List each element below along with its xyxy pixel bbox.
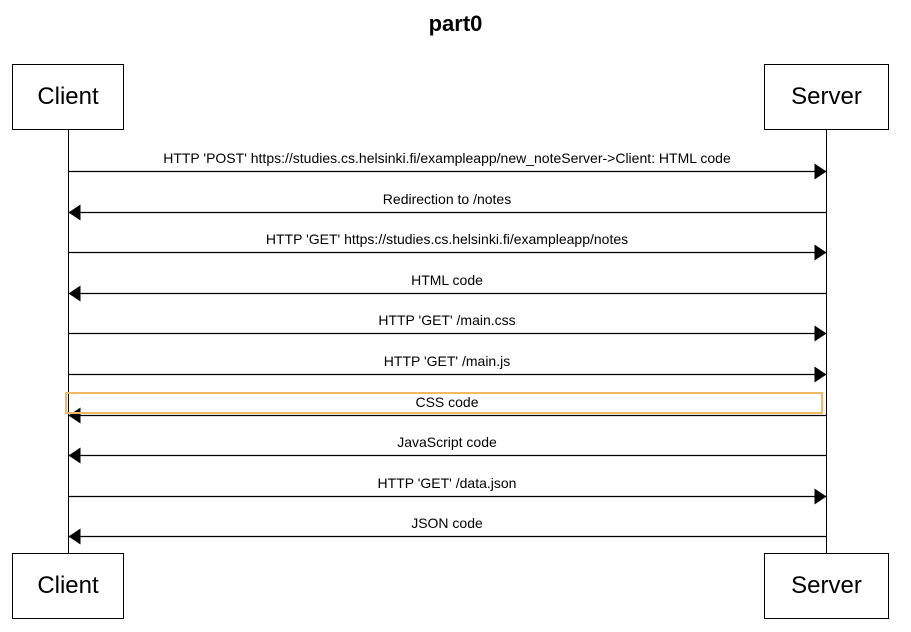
message-label-1: HTTP 'POST' https://studies.cs.helsinki.… [163,149,731,166]
message-arrowhead-9 [814,488,827,505]
participant-client-top: Client [12,64,124,130]
diagram-title: part0 [428,11,483,36]
message-arrowhead-2 [68,204,81,221]
message-arrowhead-6 [814,366,827,383]
participant-server-bottom: Server [764,553,889,619]
message-label-2: Redirection to /notes [382,190,512,207]
message-label-9: HTTP 'GET' /data.json [377,474,517,491]
message-arrowhead-1 [814,163,827,180]
message-arrowhead-8 [68,447,81,464]
participant-server-top: Server [764,64,889,130]
message-arrowhead-10 [68,528,81,545]
client-lifeline [68,130,69,553]
server-lifeline [826,130,827,553]
message-label-6: HTTP 'GET' /main.js [383,352,511,369]
message-arrowhead-4 [68,285,81,302]
message-label-3: HTTP 'GET' https://studies.cs.helsinki.f… [265,230,629,247]
participant-client-bottom: Client [12,553,124,619]
message-label-8: JavaScript code [397,433,497,450]
message-label-10: JSON code [411,514,483,531]
highlighted-message-frame [65,391,823,414]
message-label-5: HTTP 'GET' /main.css [378,311,516,328]
message-label-4: HTML code [411,271,483,288]
message-arrowhead-3 [814,244,827,261]
message-arrowhead-5 [814,325,827,342]
message-label-7: CSS code [415,393,479,410]
